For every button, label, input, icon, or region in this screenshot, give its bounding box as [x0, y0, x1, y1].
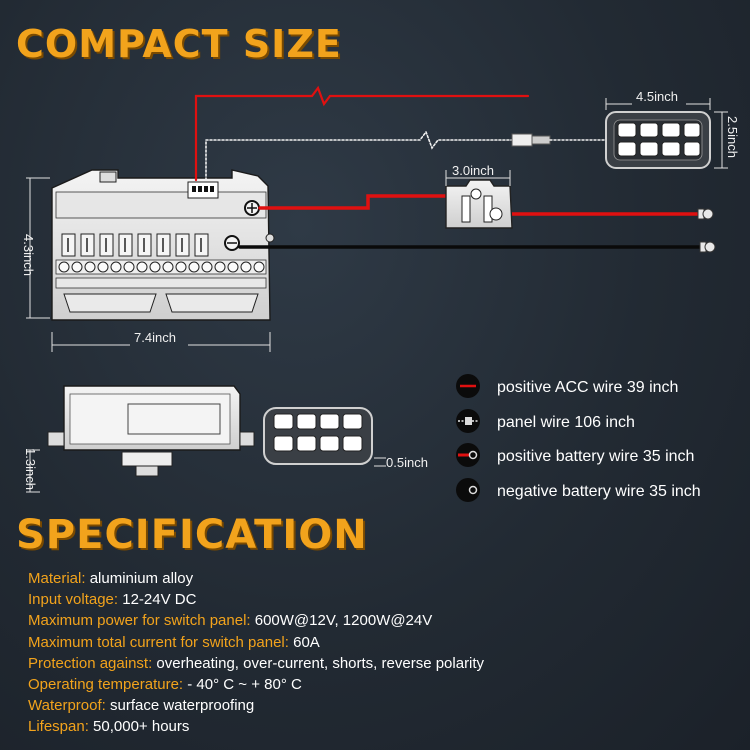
spec-max-power: Maximum power for switch panel: 600W@12V…	[28, 612, 433, 630]
box-depth-label: 1.3inch	[23, 448, 38, 490]
box-width-label: 7.4inch	[134, 330, 176, 345]
spec-max-current: Maximum total current for switch panel: …	[28, 633, 320, 651]
side-dimension-lines	[26, 449, 40, 493]
legend-item-positive-battery: positive battery wire 35 inch	[456, 443, 694, 467]
spec-input-voltage: Input voltage: 12-24V DC	[28, 591, 197, 609]
relay-width-label: 3.0inch	[452, 163, 494, 178]
spec-lifespan: Lifespan: 50,000+ hours	[28, 718, 190, 736]
legend-item-negative-battery: negative battery wire 35 inch	[456, 478, 701, 502]
acc-wire	[194, 85, 530, 182]
legend-label: panel wire 106 inch	[497, 414, 635, 431]
wire-legend: positive ACC wire 39 inch panel wire 106…	[456, 374, 701, 502]
legend-item-panel-wire: panel wire 106 inch	[456, 409, 635, 433]
specification-heading: SPECIFICATION	[16, 512, 368, 558]
legend-item-acc-wire: positive ACC wire 39 inch	[456, 374, 678, 398]
relay-wire	[258, 194, 448, 210]
relay-dimension-lines	[445, 170, 511, 186]
wires	[194, 85, 704, 249]
legend-label: positive battery wire 35 inch	[497, 448, 694, 465]
compact-size-heading: COMPACT SIZE	[16, 22, 342, 66]
relay	[445, 179, 513, 229]
spec-list: Material: aluminium alloy Input voltage:…	[28, 568, 484, 738]
spec-protection: Protection against: overheating, over-cu…	[28, 654, 485, 672]
panel-depth-lines	[374, 457, 386, 467]
legend-label: positive ACC wire 39 inch	[497, 379, 678, 396]
box-height-label: 4.3inch	[21, 234, 36, 276]
black-ring-terminal-icon	[456, 478, 480, 502]
ring-terminals	[697, 208, 716, 253]
box-dimension-lines	[26, 177, 271, 352]
panel-dimension-lines	[605, 98, 728, 169]
panel-wire	[205, 130, 515, 181]
legend-label: negative battery wire 35 inch	[497, 483, 701, 500]
panel-width-label: 4.5inch	[636, 89, 678, 104]
switch-panel-front	[605, 111, 711, 169]
spec-waterproof: Waterproof: surface waterproofing	[28, 697, 255, 715]
spec-material: Material: aluminium alloy	[28, 570, 194, 587]
panel-depth-label: 0.5inch	[386, 455, 428, 470]
spec-operating-temperature: Operating temperature: - 40° C ~ + 80° C	[28, 676, 302, 694]
switch-panel-angled	[263, 407, 373, 465]
control-box-top-view	[51, 169, 275, 321]
control-box-side-view	[47, 385, 255, 477]
panel-height-label: 2.5inch	[725, 116, 740, 158]
